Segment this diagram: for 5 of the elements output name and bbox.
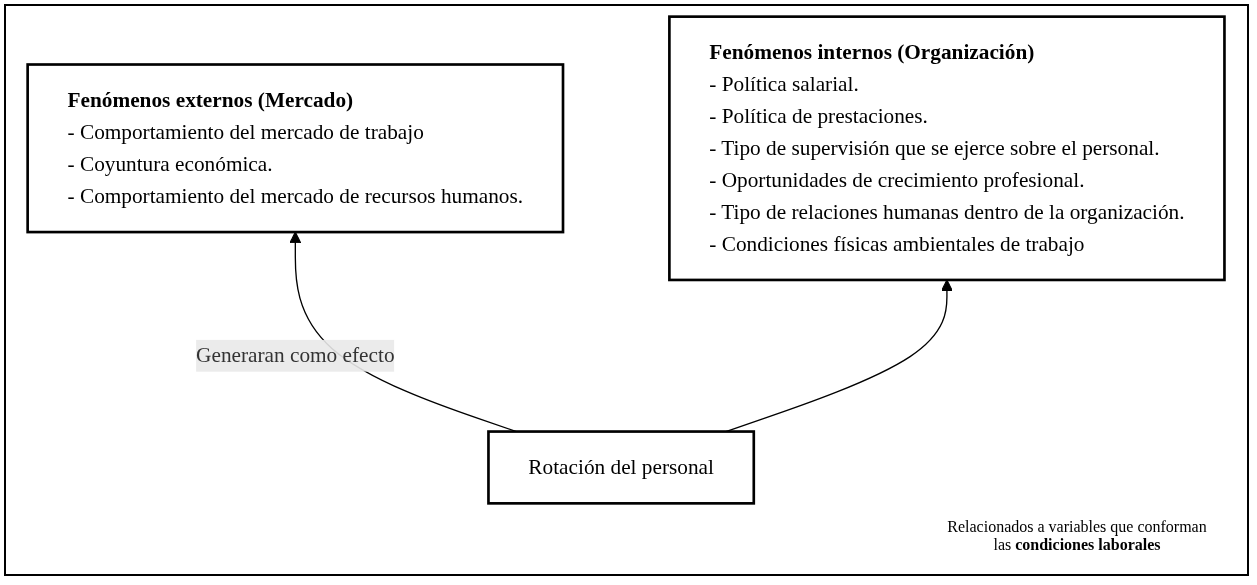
note-text: Relacionados a variables que conforman las condiciones laborales <box>947 518 1207 554</box>
edge-label: Generaran como efecto <box>196 343 396 367</box>
node-box: Fenómenos externos (Mercado) - Comportamiento del mercado de trabajo - Coyuntura económica. - Comportamiento del mercado de recursos humanos. <box>26 63 565 234</box>
node-box: Fenómenos internos (Organización) - Política salarial. - Política de prestaciones. - Tipo de supervisión que se ejerce sobre el personal. - Oportunidades de crecimiento profesional. - Tipo de relaciones humanas dentro de la organización. - Condiciones físicas ambientales de trabajo <box>668 15 1227 282</box>
node-box: Rotación del personal <box>487 430 756 505</box>
